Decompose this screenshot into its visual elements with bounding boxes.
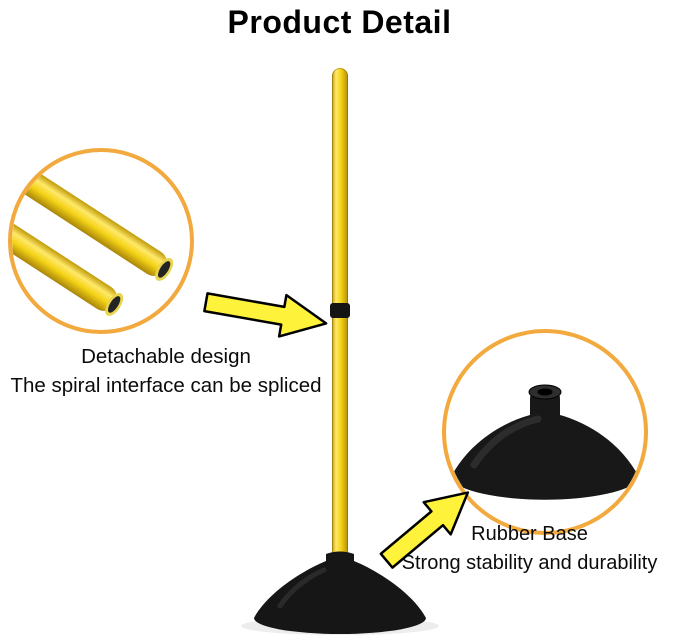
base-highlight xyxy=(277,567,327,609)
detachable-caption-line2: The spiral interface can be spliced xyxy=(10,374,322,397)
detachable-caption-line1: Detachable design xyxy=(81,345,251,368)
detachable-detail-circle xyxy=(8,148,194,334)
rubber-base-illustration xyxy=(450,384,640,500)
tube-lower-opening xyxy=(107,296,121,313)
detachable-caption: Detachable design The spiral interface c… xyxy=(0,342,332,400)
rubber-base-caption-line2: Strong stability and durability xyxy=(401,552,658,574)
arrow-to-connector xyxy=(203,292,328,338)
rubber-base-highlight xyxy=(470,415,542,469)
pole-tubes-illustration xyxy=(12,152,174,316)
rubber-base-caption: Rubber Base Strong stability and durabil… xyxy=(380,520,679,578)
tube-upper-opening xyxy=(157,261,171,278)
rubber-base-dome xyxy=(450,389,640,500)
pole-connector-band xyxy=(330,303,350,318)
rubber-base-caption-line1: Rubber Base xyxy=(471,523,588,545)
page-title: Product Detail xyxy=(227,4,452,40)
base-dome-shape xyxy=(254,551,426,634)
arrow-to-base-detail xyxy=(379,491,470,569)
tube-lower xyxy=(12,173,124,316)
rubber-base-detail-circle xyxy=(442,329,648,535)
agility-pole xyxy=(332,68,348,570)
pole-rubber-base xyxy=(241,551,439,635)
rubber-base-socket-hole xyxy=(537,388,553,396)
